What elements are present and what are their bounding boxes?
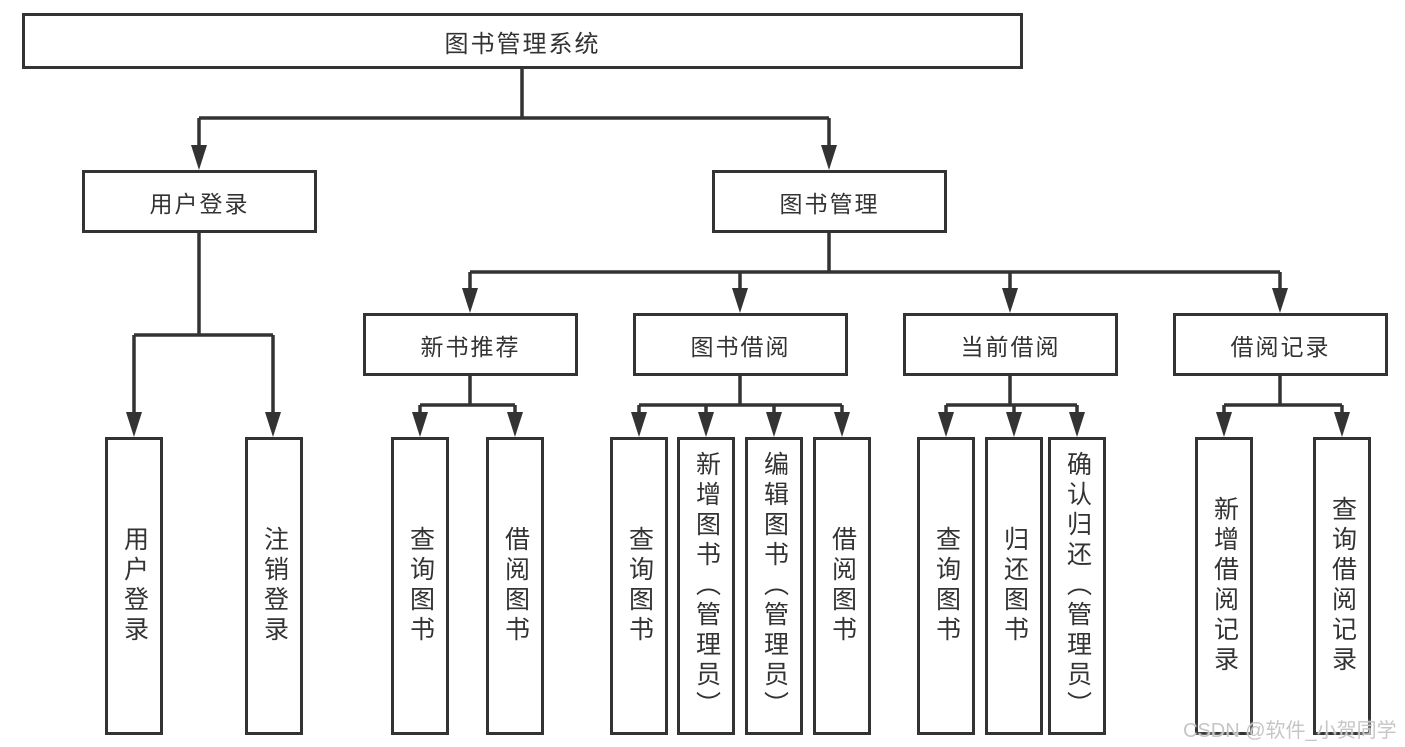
node-add-borrow-record-label: 新增借阅记录 xyxy=(1210,496,1239,676)
connector-mgmt-to-level3 xyxy=(462,233,1288,313)
node-user-login-action-label: 用户登录 xyxy=(120,526,149,646)
node-borrow-books-rec-label: 借阅图书 xyxy=(501,526,530,646)
node-user-login-label: 用户登录 xyxy=(149,190,250,217)
connector-login-to-children xyxy=(126,233,281,437)
node-confirm-return-admin-label: 确认归还（管理员） xyxy=(1063,451,1092,721)
connector-root-to-level2 xyxy=(191,68,837,170)
node-borrow-books-action-label: 借阅图书 xyxy=(828,526,857,646)
node-query-books-rec: 查询图书 xyxy=(391,437,449,735)
node-borrow-records-label: 借阅记录 xyxy=(1230,333,1331,360)
node-book-mgmt-label: 图书管理 xyxy=(779,190,880,217)
node-add-book-admin: 新增图书（管理员） xyxy=(677,437,735,735)
node-confirm-return-admin: 确认归还（管理员） xyxy=(1048,437,1106,735)
node-root-label: 图书管理系统 xyxy=(444,30,601,58)
node-query-books-current-label: 查询图书 xyxy=(932,526,961,646)
node-current-borrow: 当前借阅 xyxy=(903,313,1118,376)
node-return-book: 归还图书 xyxy=(985,437,1043,735)
node-query-books-rec-label: 查询图书 xyxy=(406,526,435,646)
node-new-book-rec: 新书推荐 xyxy=(363,313,578,376)
node-user-login: 用户登录 xyxy=(82,170,317,233)
node-user-login-action: 用户登录 xyxy=(105,437,163,735)
csdn-watermark: CSDN @软件_小贺同学 xyxy=(1183,720,1397,742)
node-borrow-books-rec: 借阅图书 xyxy=(486,437,544,735)
node-new-book-rec-label: 新书推荐 xyxy=(420,333,521,360)
node-root: 图书管理系统 xyxy=(22,13,1023,69)
node-return-book-label: 归还图书 xyxy=(1000,526,1029,646)
node-query-books-current: 查询图书 xyxy=(917,437,975,735)
node-add-book-admin-label: 新增图书（管理员） xyxy=(692,451,721,721)
node-add-borrow-record: 新增借阅记录 xyxy=(1195,437,1253,735)
node-query-books-borrow: 查询图书 xyxy=(610,437,668,735)
node-query-books-borrow-label: 查询图书 xyxy=(625,526,654,646)
node-book-borrow: 图书借阅 xyxy=(633,313,848,376)
node-borrow-records: 借阅记录 xyxy=(1173,313,1388,376)
connector-records-to-children xyxy=(1216,376,1350,437)
node-current-borrow-label: 当前借阅 xyxy=(960,333,1061,360)
connector-borrow-to-children xyxy=(631,376,850,437)
node-book-borrow-label: 图书借阅 xyxy=(690,333,791,360)
connector-current-to-children xyxy=(938,376,1085,437)
node-query-borrow-record: 查询借阅记录 xyxy=(1313,437,1371,735)
node-logout-label: 注销登录 xyxy=(260,526,289,646)
connector-newbook-to-children xyxy=(412,376,523,437)
node-book-mgmt: 图书管理 xyxy=(712,170,947,233)
node-logout: 注销登录 xyxy=(245,437,303,735)
node-edit-book-admin: 编辑图书（管理员） xyxy=(745,437,803,735)
node-edit-book-admin-label: 编辑图书（管理员） xyxy=(760,451,789,721)
node-query-borrow-record-label: 查询借阅记录 xyxy=(1328,496,1357,676)
node-borrow-books-action: 借阅图书 xyxy=(813,437,871,735)
